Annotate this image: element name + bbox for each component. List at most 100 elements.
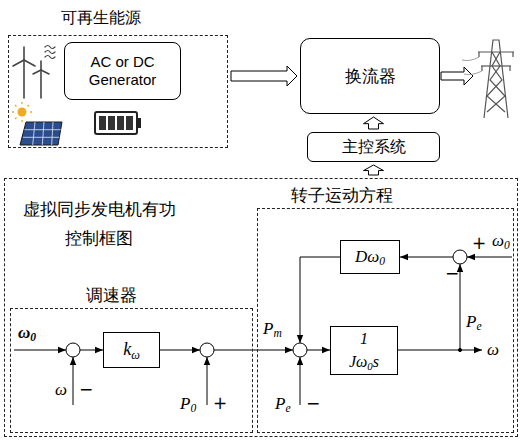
signal-wire <box>214 350 293 351</box>
label-slot: + <box>472 235 486 252</box>
signal-wire <box>73 357 74 405</box>
label-slot: P0 <box>180 395 196 412</box>
text-part: P <box>466 312 476 331</box>
box-text: AC or DC Generator <box>71 53 174 89</box>
label-slot: ω0 <box>492 232 510 249</box>
label-slot: ω0 <box>18 324 36 341</box>
tower-arm <box>481 65 511 66</box>
text-part: P <box>275 394 285 413</box>
tower-brace <box>487 52 505 112</box>
insulator <box>479 52 513 71</box>
text-part: s <box>373 353 379 370</box>
sign-mark: + <box>213 393 227 413</box>
output-signal: ω <box>487 340 499 359</box>
text-part: k <box>123 339 131 359</box>
turbine-blade <box>13 60 24 66</box>
hollow-arrow <box>441 67 473 85</box>
summing-junction <box>453 250 467 264</box>
subscript: 0 <box>190 402 196 415</box>
sign-mark: − <box>79 379 93 399</box>
signal-wire <box>398 350 482 351</box>
gain-block: kω <box>103 332 160 368</box>
tower-arm <box>478 51 514 52</box>
turbine-blade <box>24 60 35 66</box>
block-diagram-wires <box>14 257 512 405</box>
subscript: 0 <box>367 360 372 372</box>
subscript: 0 <box>30 331 36 344</box>
signal-name: Pe <box>275 394 291 413</box>
subscript: ω <box>131 348 140 362</box>
inertia-block: 1Jω0s <box>330 326 398 375</box>
wind-mark <box>45 46 55 59</box>
signal-wire <box>160 350 200 351</box>
region-heading: 虚拟同步发电机有功 控制框图 <box>19 195 179 253</box>
hollow-arrow <box>231 66 297 86</box>
power-line <box>462 57 482 75</box>
signal-wire <box>80 350 103 351</box>
text-part: ω <box>492 231 504 250</box>
tower-brace <box>487 52 505 112</box>
text-part: Jω <box>349 353 367 370</box>
controller-box: 主控系统 <box>307 132 440 162</box>
signal-wire <box>207 357 208 405</box>
hollow-arrow <box>364 165 384 175</box>
label-slot: − <box>306 395 320 412</box>
wind-turbine-icon <box>13 46 55 99</box>
input-signal: ω0 <box>492 231 510 250</box>
signal-wire <box>307 350 330 351</box>
turbine-blade <box>23 47 25 60</box>
numerator: 1 <box>360 329 368 348</box>
label-slot: ω <box>487 341 499 358</box>
turbine-blade <box>33 70 41 74</box>
generator-box: AC or DC Generator <box>64 42 181 100</box>
box-text: 主控系统 <box>342 137 406 156</box>
panel <box>20 122 62 145</box>
box-text: kω <box>123 339 140 361</box>
battery-cell <box>99 116 106 130</box>
subscript: 0 <box>379 255 385 268</box>
turbine-tower <box>23 60 25 98</box>
battery-cell <box>126 116 133 130</box>
branch-dot <box>458 348 461 351</box>
signal-wire <box>460 264 461 350</box>
signal-name: Pm <box>263 319 282 338</box>
label-slot: Pe <box>466 313 482 330</box>
sign-mark: − <box>445 263 459 283</box>
box-text: Dω0 <box>355 247 385 267</box>
input-signal: ω0 <box>18 323 36 342</box>
turbine-blade <box>40 61 42 70</box>
converter-box: 换流器 <box>300 38 440 114</box>
damping-block: Dω0 <box>340 240 400 274</box>
solar-panel-icon <box>12 102 62 145</box>
signal-wire <box>400 257 453 258</box>
subscript: m <box>273 327 281 340</box>
text-part: ω <box>18 323 30 342</box>
signal-name: P0 <box>180 394 196 413</box>
region-heading: 转子运动方程 <box>291 185 393 205</box>
label-slot: Pe <box>275 395 291 412</box>
turbine-tower <box>40 70 42 98</box>
summing-junction <box>66 343 80 357</box>
battery-icon <box>95 112 141 134</box>
region-heading: 可再生能源 <box>61 8 141 27</box>
sun-rays <box>12 102 32 122</box>
source-region: 可再生能源AC or DC Generator <box>8 35 228 148</box>
battery-body <box>95 112 137 134</box>
subscript: e <box>476 320 481 333</box>
summing-junction <box>200 343 214 357</box>
signal-name: Pe <box>466 312 482 331</box>
denominator: Jω0s <box>349 352 379 371</box>
transmission-tower-icon <box>462 40 514 118</box>
governor-region: 调速器kω <box>10 308 253 433</box>
signal-name: ω <box>55 380 67 399</box>
turbine-blade <box>41 70 49 74</box>
label-slot: − <box>445 265 459 282</box>
summing-junction <box>293 343 307 357</box>
region-heading: 调速器 <box>86 285 137 305</box>
text-part: P <box>180 394 190 413</box>
signal-wire <box>300 357 301 405</box>
sun <box>18 108 27 117</box>
